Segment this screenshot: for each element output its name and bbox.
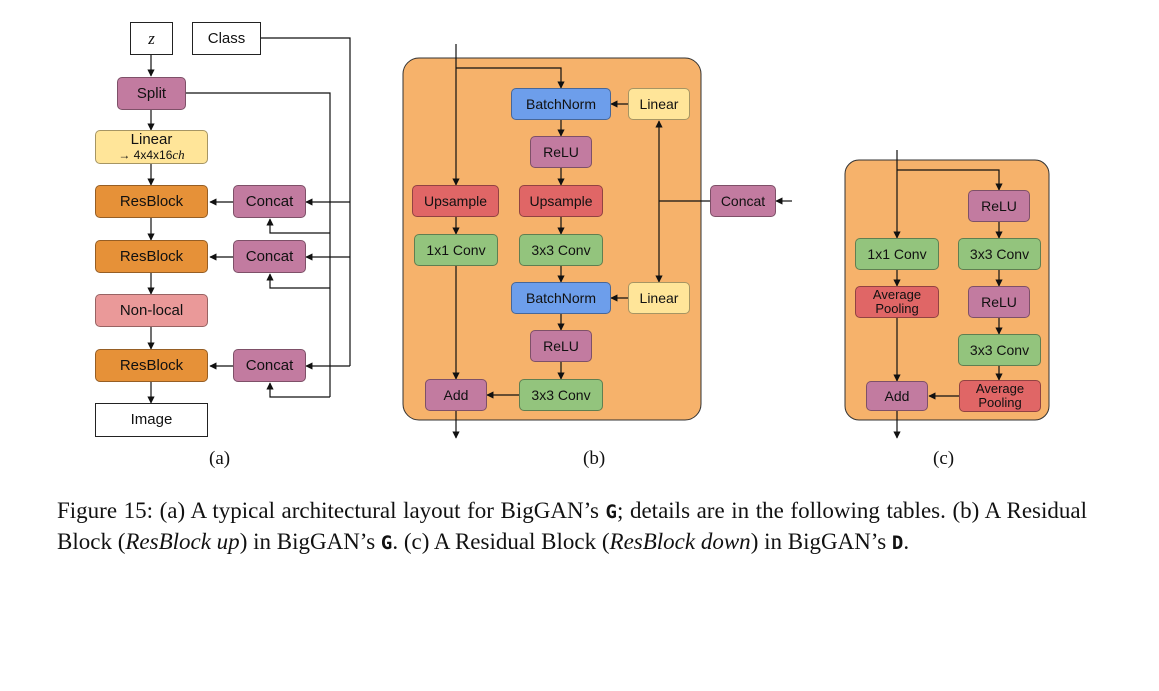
b-add-node: Add — [425, 379, 487, 411]
c-avgpool-main-line1: Average — [975, 381, 1025, 397]
linear-node-shape: → 4x4x16ch — [118, 148, 184, 162]
c-conv1x1-node: 1x1 Conv — [855, 238, 939, 270]
linear-node-label: Linear — [130, 131, 173, 149]
b-relu-node-2: ReLU — [530, 330, 592, 362]
panel-a-connectors — [147, 37, 351, 404]
concat-node-2: Concat — [233, 240, 306, 273]
c-avgpool-skip-line1: Average — [872, 287, 922, 303]
c-avgpool-skip-line2: Pooling — [875, 301, 919, 316]
c-conv3x3-node-1: 3x3 Conv — [958, 238, 1041, 270]
linear-node: Linear → 4x4x16ch — [95, 130, 208, 164]
c-avgpool-main-line2: Pooling — [978, 395, 1022, 410]
caption-g-1: G — [605, 501, 617, 523]
image-output-node: Image — [95, 403, 208, 437]
caption-text-5: ) in BigGAN’s — [750, 529, 892, 554]
b-conv1x1-node: 1x1 Conv — [414, 234, 498, 266]
b-conv3x3-node-1: 3x3 Conv — [519, 234, 603, 266]
c-conv3x3-node-2: 3x3 Conv — [958, 334, 1041, 366]
caption-text-1: Figure 15: (a) A typical architectural l… — [57, 498, 606, 523]
caption-resblock-up: ResBlock up — [125, 529, 240, 554]
linear-node-shape-ch: ch — [172, 147, 185, 163]
b-linear-node-2: Linear — [628, 282, 690, 314]
caption-text-3: ) in BigGAN’s — [239, 529, 381, 554]
b-batchnorm-node-2: BatchNorm — [511, 282, 611, 314]
c-relu-node-1: ReLU — [968, 190, 1030, 222]
caption-text-4: . (c) A Residual Block ( — [392, 529, 610, 554]
c-avgpool-node-skip: Average Pooling — [855, 286, 939, 318]
panel-a-label: (a) — [209, 448, 231, 469]
caption-g-2: G — [380, 532, 393, 554]
panel-c-label: (c) — [933, 448, 955, 469]
b-upsample-node-skip: Upsample — [412, 185, 499, 217]
z-input-node: z — [130, 22, 173, 55]
b-linear-node-1: Linear — [628, 88, 690, 120]
b-upsample-node-main: Upsample — [519, 185, 603, 217]
caption-text-6: . — [903, 529, 910, 554]
panel-b-label: (b) — [583, 448, 606, 469]
caption-resblock-down: ResBlock down — [609, 529, 751, 554]
c-avgpool-node-main: Average Pooling — [959, 380, 1041, 412]
c-relu-node-2: ReLU — [968, 286, 1030, 318]
resblock-node-1: ResBlock — [95, 185, 208, 218]
resblock-node-2: ResBlock — [95, 240, 208, 273]
c-add-node: Add — [866, 381, 928, 411]
b-concat-node: Concat — [710, 185, 776, 217]
split-node: Split — [117, 77, 186, 110]
panel-b-connectors — [452, 44, 792, 439]
concat-node-3: Concat — [233, 349, 306, 382]
concat-node-1: Concat — [233, 185, 306, 218]
class-input-node: Class — [192, 22, 261, 55]
caption-d: D — [891, 532, 904, 554]
panel-c-connectors — [893, 150, 1003, 439]
figure-caption: Figure 15: (a) A typical architectural l… — [57, 496, 1087, 558]
linear-node-shape-prefix: → 4x4x16 — [118, 148, 173, 163]
b-relu-node-1: ReLU — [530, 136, 592, 168]
caption-text-2: ; details are in the following tables. (… — [57, 498, 1087, 554]
b-conv3x3-node-2: 3x3 Conv — [519, 379, 603, 411]
nonlocal-node: Non-local — [95, 294, 208, 327]
b-batchnorm-node-1: BatchNorm — [511, 88, 611, 120]
resblock-node-3: ResBlock — [95, 349, 208, 382]
